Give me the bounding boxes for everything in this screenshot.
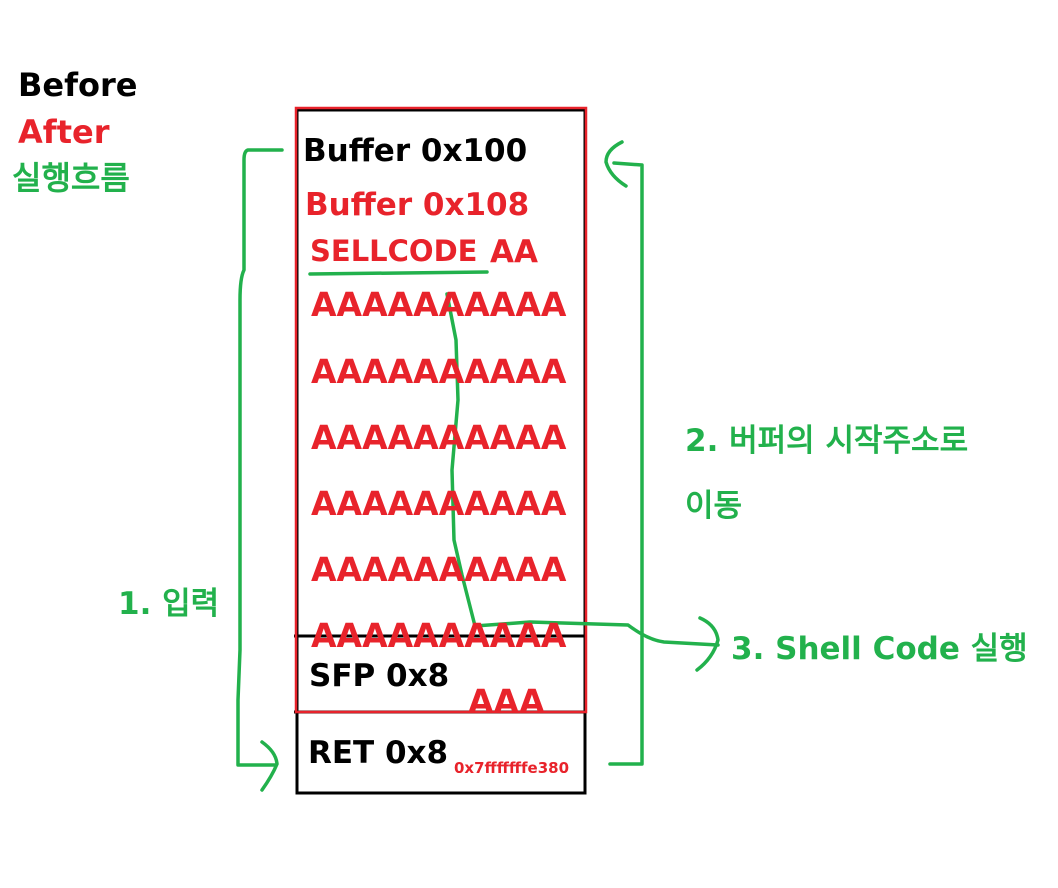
step-2-label-line2: 이동 (685, 488, 743, 524)
shellcode-label: SELLCODE (310, 234, 478, 268)
ret-label: RET 0x8 (308, 735, 449, 771)
step-2-label-line1: 2. 버퍼의 시작주소로 (685, 423, 969, 459)
filler-row: AAAAAAAAAA (311, 616, 567, 655)
shellcode-padding: AA (490, 234, 538, 270)
jump-bracket (608, 161, 644, 766)
ret-value: 0x7fffffffe380 (454, 759, 570, 777)
legend-before: Before (18, 66, 138, 104)
filler-row: AAAAAAAAAA (311, 352, 567, 391)
input-arrowhead (260, 740, 279, 792)
exec-arrowhead (695, 616, 720, 672)
filler-row: AAAAAAAAAA (311, 550, 567, 589)
sfp-label: SFP 0x8 (309, 658, 450, 694)
stack-frame-after (294, 106, 588, 714)
buffer-after-label: Buffer 0x108 (305, 187, 530, 223)
exec-path (445, 292, 720, 647)
step-1-label: 1. 입력 (118, 586, 220, 622)
step-3-label: 3. Shell Code 실행 (731, 631, 1028, 667)
sfp-overflow: AAA (468, 682, 545, 721)
filler-row: AAAAAAAAAA (311, 484, 567, 523)
filler-row: AAAAAAAAAA (311, 285, 567, 324)
filler-row: AAAAAAAAAA (311, 418, 567, 457)
legend-flow: 실행흐름 (12, 159, 130, 197)
input-bracket (236, 148, 284, 767)
jump-arrowhead (604, 140, 628, 188)
legend-after: After (18, 113, 110, 151)
shellcode-underline (308, 270, 489, 276)
buffer-before-label: Buffer 0x100 (303, 133, 528, 169)
